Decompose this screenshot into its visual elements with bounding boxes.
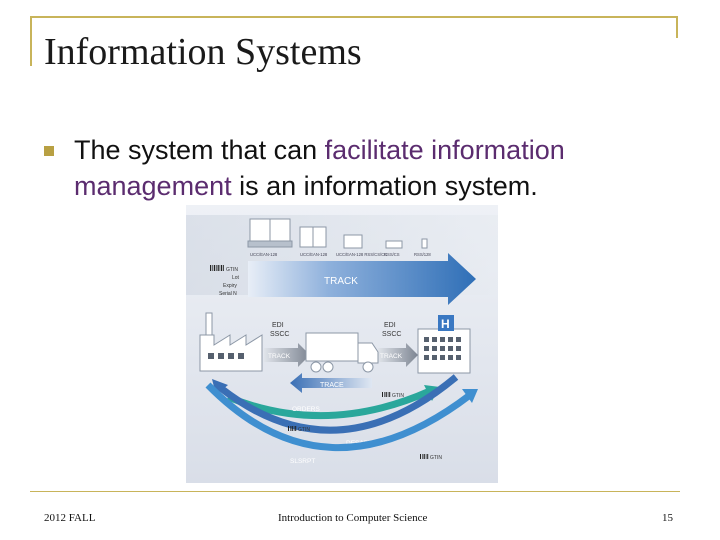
left-frame-line bbox=[30, 16, 32, 66]
track-small-right-label: TRACK bbox=[380, 353, 403, 360]
left-label-gtin: GTIN bbox=[226, 267, 238, 273]
edi-left-line2: SSCC bbox=[270, 331, 289, 338]
desadv-arrow bbox=[219, 374, 459, 434]
bullet-square-icon bbox=[44, 146, 54, 156]
edi-right-line1: EDI bbox=[384, 322, 396, 329]
code-label-4: RSS/CS bbox=[384, 252, 400, 257]
slsrpt-arrowhead bbox=[462, 389, 478, 403]
gtin-label-1: GTIN bbox=[392, 393, 404, 399]
top-right-frame-line bbox=[676, 16, 678, 38]
left-label-lot: Lot bbox=[232, 275, 240, 281]
slsrpt-label: SLSRPT bbox=[290, 458, 315, 465]
barcode-icon bbox=[210, 265, 224, 271]
bullet-text-part1: The system that can bbox=[74, 135, 325, 165]
code-label-3: UCC/EAN-128 RSS/CS/CC bbox=[336, 252, 387, 257]
track-arrow-left bbox=[264, 343, 310, 367]
bullet-text-part2: is an information system. bbox=[231, 171, 538, 201]
trace-arrow bbox=[290, 373, 372, 393]
barcode-icon-2 bbox=[382, 392, 391, 397]
code-label-1: UCC/EAN-128 bbox=[250, 252, 278, 257]
bullet-highlight: facilitate information management bbox=[74, 135, 565, 201]
hospital-icon bbox=[417, 315, 471, 374]
barcode-icon-3 bbox=[288, 426, 297, 431]
footer-center-text: Introduction to Computer Science bbox=[278, 512, 428, 524]
pallet-icon bbox=[247, 218, 293, 248]
truck-icon bbox=[305, 332, 379, 373]
box-icon bbox=[343, 234, 363, 249]
left-label-expiry: Expiry bbox=[223, 283, 237, 289]
gtin-label-3: GTIN bbox=[430, 455, 442, 461]
track-arrow-right bbox=[378, 343, 418, 367]
slide-title: Information Systems bbox=[44, 31, 362, 73]
gtin-label-2: GTIN bbox=[298, 427, 310, 433]
slsrpt-arrow bbox=[205, 382, 473, 451]
footer-left-text: 2012 FALL bbox=[44, 512, 96, 524]
code-label-5: RSS/128 bbox=[414, 252, 431, 257]
supply-chain-diagram: UCC/EAN-128 UCC/EAN-128 UCC/EAN-128 RSS/… bbox=[186, 205, 498, 483]
pack-icon bbox=[385, 240, 403, 249]
edi-right-line2: SSCC bbox=[382, 331, 401, 338]
track-arrow bbox=[248, 253, 476, 305]
bullet-text: The system that can facilitate informati… bbox=[74, 132, 674, 204]
orders-label: ORDERS bbox=[292, 406, 320, 413]
unit-icon bbox=[421, 238, 428, 249]
top-frame-line bbox=[30, 16, 678, 18]
edi-left-line1: EDI bbox=[272, 322, 284, 329]
barcode-icon-4 bbox=[420, 454, 429, 459]
track-arrow-label: TRACK bbox=[324, 276, 358, 287]
trace-label: TRACE bbox=[320, 382, 344, 389]
factory-icon bbox=[199, 312, 263, 372]
left-label-serial: Serial N bbox=[219, 291, 237, 297]
footer-line bbox=[30, 491, 680, 492]
case-icon bbox=[299, 226, 327, 248]
code-label-2: UCC/EAN-128 bbox=[300, 252, 328, 257]
page-number: 15 bbox=[662, 512, 673, 524]
hospital-letter: H bbox=[441, 317, 450, 331]
track-small-left-label: TRACK bbox=[268, 353, 291, 360]
